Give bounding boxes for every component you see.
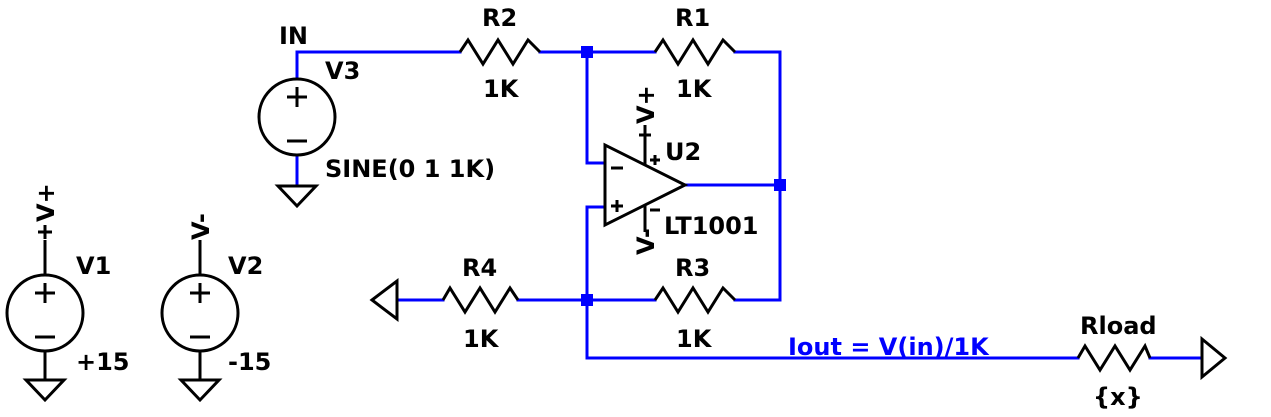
- v3-ref: V3: [325, 57, 360, 85]
- v2-ref: V2: [228, 252, 263, 280]
- r4-value: 1K: [463, 325, 500, 353]
- u2-ref: U2: [665, 138, 701, 166]
- u2-vneg-label: V-: [632, 228, 660, 255]
- r1-ref: R1: [675, 4, 710, 32]
- ground-symbol: [274, 184, 320, 209]
- resistor-rload[interactable]: Rload {x}: [1076, 312, 1157, 411]
- rload-value: {x}: [1093, 383, 1143, 411]
- v3-value: SINE(0 1 1K): [325, 155, 495, 183]
- opamp-u2[interactable]: V+ V- U2 LT1001: [603, 85, 759, 255]
- rload-ref: Rload: [1080, 312, 1157, 340]
- resistor-r1[interactable]: R1 1K: [653, 4, 737, 103]
- net-label-in: IN: [279, 22, 308, 50]
- junction-dot: [581, 294, 593, 306]
- ground-symbol: [22, 378, 68, 403]
- ground-flag-right: [1200, 335, 1228, 381]
- v2-value: -15: [228, 348, 271, 376]
- voltage-source-v3[interactable]: IN V3 SINE(0 1 1K): [257, 22, 495, 183]
- r3-value: 1K: [676, 325, 713, 353]
- v1-value: +15: [76, 348, 130, 376]
- v2-net-label: V-: [187, 213, 215, 240]
- r2-value: 1K: [483, 75, 520, 103]
- ground-symbol: [177, 378, 223, 403]
- junctions: [581, 46, 786, 306]
- r1-value: 1K: [676, 75, 713, 103]
- r3-ref: R3: [675, 254, 710, 282]
- junction-dot: [581, 46, 593, 58]
- v1-net-label: V+: [32, 183, 60, 222]
- u2-model: LT1001: [664, 212, 759, 240]
- ground-flag-left: [369, 277, 399, 323]
- voltage-source-v2[interactable]: V- V2 -15: [160, 213, 271, 403]
- resistor-r4[interactable]: R4 1K: [441, 254, 520, 353]
- resistor-r2[interactable]: R2 1K: [458, 4, 542, 103]
- r2-ref: R2: [482, 4, 517, 32]
- voltage-source-v1[interactable]: V+ V1 +15: [5, 183, 130, 403]
- resistor-r3[interactable]: R3 1K: [653, 254, 737, 353]
- u2-vpos-label: V+: [632, 85, 660, 124]
- r4-ref: R4: [462, 254, 497, 282]
- v1-ref: V1: [76, 252, 111, 280]
- junction-dot: [774, 179, 786, 191]
- iout-annotation: Iout = V(in)/1K: [788, 333, 990, 361]
- wires: [295, 50, 1202, 360]
